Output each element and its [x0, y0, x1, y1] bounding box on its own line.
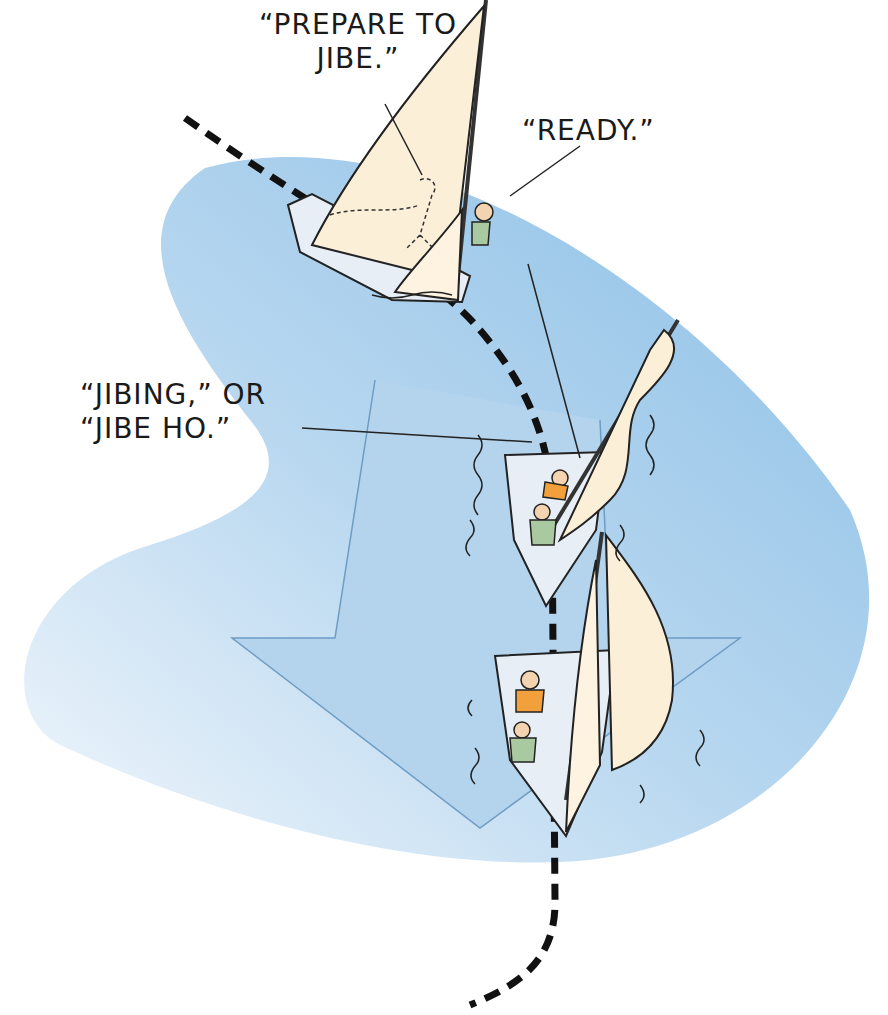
- leader-line: [528, 264, 580, 458]
- wave: [696, 730, 704, 766]
- crew-body: [530, 520, 556, 545]
- boat-jibed: [495, 532, 673, 836]
- crew-lifejacket: [543, 482, 568, 500]
- leader-lines: [302, 104, 580, 458]
- leader-line: [302, 428, 532, 442]
- jib: [566, 560, 600, 832]
- leader-line: [385, 104, 422, 175]
- wave: [616, 525, 624, 561]
- wave: [646, 415, 654, 475]
- jib: [395, 210, 462, 300]
- mainsail: [560, 330, 674, 540]
- wave: [466, 520, 474, 556]
- crew-body: [472, 222, 490, 245]
- wave: [468, 700, 472, 716]
- mainsail: [606, 535, 673, 770]
- leader-line: [510, 146, 580, 196]
- callout-text: “READY.”: [522, 114, 742, 148]
- waves: [372, 292, 704, 803]
- callout-text: “PREPARE TO JIBE.”: [258, 8, 458, 76]
- crew-body: [510, 738, 536, 762]
- water-area: [24, 157, 869, 862]
- crew-head: [521, 671, 539, 689]
- crew-head: [475, 203, 493, 221]
- wave: [372, 292, 452, 298]
- wave: [640, 785, 644, 803]
- wind-arrow: [232, 380, 740, 828]
- boat-jibing: [505, 320, 678, 606]
- crew-outline: [330, 179, 440, 255]
- wave: [471, 748, 479, 784]
- crew-lifejacket: [516, 690, 544, 712]
- callout-text: “JIBING,” OR “JIBE HO.”: [80, 378, 342, 446]
- crew-head: [534, 504, 550, 520]
- wave: [474, 435, 482, 515]
- crew-head: [514, 722, 530, 738]
